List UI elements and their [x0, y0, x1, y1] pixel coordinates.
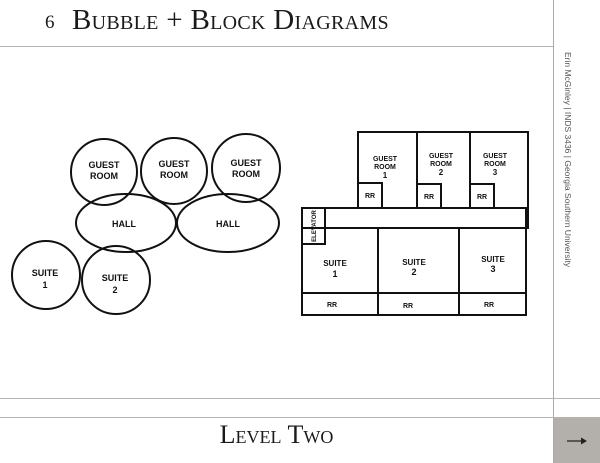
sidebar-divider: [553, 0, 554, 463]
svg-text:SUITE: SUITE: [323, 259, 347, 268]
svg-text:GUEST: GUEST: [429, 153, 454, 160]
bubble-hall-2: HALL: [176, 193, 280, 253]
svg-text:1: 1: [42, 280, 47, 290]
bubble-suite-1: SUITE 1: [11, 240, 81, 310]
page-header: 6 Bubble + Block Diagrams: [0, 0, 553, 46]
svg-text:HALL: HALL: [112, 219, 136, 229]
svg-text:SUITE: SUITE: [402, 258, 426, 267]
svg-text:HALL: HALL: [216, 219, 240, 229]
svg-text:RR: RR: [365, 193, 375, 200]
svg-text:ELEVATOR: ELEVATOR: [312, 209, 318, 241]
corridor: [301, 207, 529, 229]
arrow-right-icon: [567, 437, 587, 444]
bubble-diagram: GUEST ROOM GUEST ROOM GUEST ROOM HALL HA…: [11, 133, 281, 315]
block-suite-3: SUITE 3 RR: [481, 255, 505, 309]
svg-text:GUEST: GUEST: [483, 153, 508, 160]
svg-text:ROOM: ROOM: [160, 170, 188, 180]
page-number: 6: [45, 12, 55, 33]
bubble-guest-room-2: GUEST ROOM: [140, 137, 208, 205]
block-suite-2: SUITE 2 RR: [402, 258, 426, 310]
footer-divider-bottom: [0, 417, 600, 418]
svg-text:ROOM: ROOM: [90, 171, 118, 181]
elevator: ELEVATOR: [301, 207, 326, 245]
svg-text:2: 2: [112, 285, 117, 295]
svg-text:RR: RR: [403, 303, 413, 310]
svg-text:SUITE: SUITE: [32, 268, 59, 278]
sidebar-credit: Erin McGinley | INDS 3436 | Georgia Sout…: [563, 52, 579, 282]
block-guest-room-1: GUEST ROOM 1 RR: [357, 156, 398, 209]
svg-text:GUEST: GUEST: [230, 158, 262, 168]
credit-text: Erin McGinley | INDS 3436 | Georgia Sout…: [563, 52, 573, 268]
svg-text:GUEST: GUEST: [373, 156, 398, 163]
bubble-guest-room-1: GUEST ROOM: [70, 138, 138, 206]
svg-text:SUITE: SUITE: [102, 273, 129, 283]
block-suite-1: SUITE 1 RR: [323, 259, 347, 309]
level-title: Level Two: [219, 420, 334, 449]
svg-text:ROOM: ROOM: [232, 169, 260, 179]
svg-text:2: 2: [411, 267, 416, 277]
svg-text:2: 2: [439, 168, 444, 177]
bubble-hall-1: HALL: [75, 193, 177, 253]
svg-text:GUEST: GUEST: [88, 160, 120, 170]
svg-text:RR: RR: [327, 302, 337, 309]
svg-text:RR: RR: [424, 194, 434, 201]
block-diagram: GUEST ROOM 1 RR GUEST ROOM 2 RR GUEST RO…: [301, 131, 529, 316]
bubble-guest-room-3: GUEST ROOM: [211, 133, 281, 203]
svg-text:3: 3: [490, 264, 495, 274]
page-title: Bubble + Block Diagrams: [72, 4, 389, 36]
svg-text:SUITE: SUITE: [481, 255, 505, 264]
suite-block-outline: [301, 207, 527, 316]
block-guest-room-2: GUEST ROOM 2 RR: [416, 153, 454, 209]
bubble-suite-2: SUITE 2: [81, 245, 151, 315]
svg-text:ROOM: ROOM: [430, 161, 452, 168]
block-guest-room-3: GUEST ROOM 3 RR: [469, 153, 508, 209]
footer-divider-top: [0, 398, 600, 399]
svg-text:RR: RR: [484, 302, 494, 309]
svg-text:ROOM: ROOM: [484, 161, 506, 168]
header-divider: [0, 46, 553, 47]
next-page-button[interactable]: [554, 418, 600, 463]
svg-text:ROOM: ROOM: [374, 164, 396, 171]
svg-text:GUEST: GUEST: [158, 159, 190, 169]
svg-text:RR: RR: [477, 194, 487, 201]
svg-text:1: 1: [383, 171, 388, 180]
svg-text:1: 1: [332, 269, 337, 279]
svg-text:3: 3: [493, 168, 498, 177]
